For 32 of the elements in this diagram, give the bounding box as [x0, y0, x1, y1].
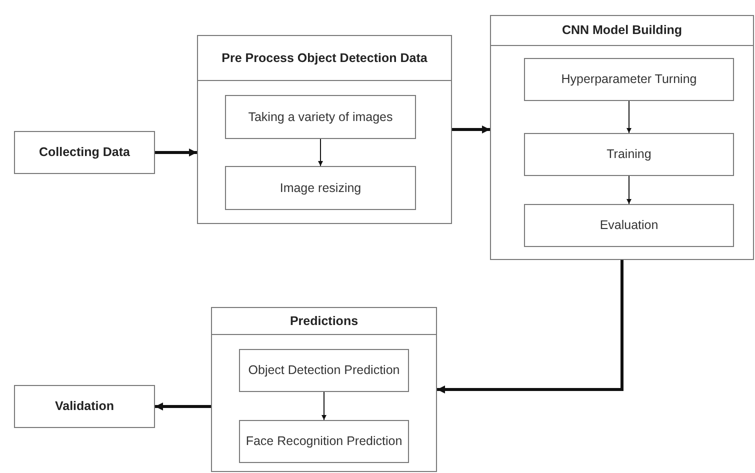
process-box — [524, 204, 734, 247]
process-box — [14, 131, 155, 174]
box-label: Evaluation — [598, 217, 660, 234]
arrow — [322, 392, 326, 420]
box-label: Training — [606, 146, 652, 164]
box-label: Collecting Data — [38, 144, 131, 162]
box-label: Hyperparameter Turning — [560, 71, 698, 88]
arrow — [626, 176, 632, 204]
arrow — [626, 100, 632, 134]
arrow — [155, 148, 197, 156]
arrow — [155, 402, 211, 410]
process-box — [239, 420, 409, 463]
group-heading: CNN Model Building — [491, 16, 753, 46]
group-container — [211, 307, 437, 472]
process-box — [14, 385, 155, 428]
box-label: Taking a variety of images — [247, 108, 394, 126]
process-box — [524, 58, 734, 101]
process-box — [225, 95, 416, 139]
group-heading: Pre Process Object Detection Data — [198, 36, 451, 81]
process-box — [524, 133, 734, 176]
group-heading: Predictions — [212, 308, 436, 335]
group-container — [490, 15, 754, 260]
arrow — [437, 260, 624, 394]
box-label: Image resizing — [278, 180, 362, 197]
process-box — [225, 166, 416, 210]
arrow — [452, 126, 490, 134]
box-label: Object Detection Prediction — [247, 362, 401, 380]
group-container — [197, 35, 452, 224]
process-box — [239, 349, 409, 392]
box-label: Validation — [54, 398, 116, 416]
box-label: Face Recognition Prediction — [244, 433, 404, 450]
arrow — [318, 138, 323, 166]
